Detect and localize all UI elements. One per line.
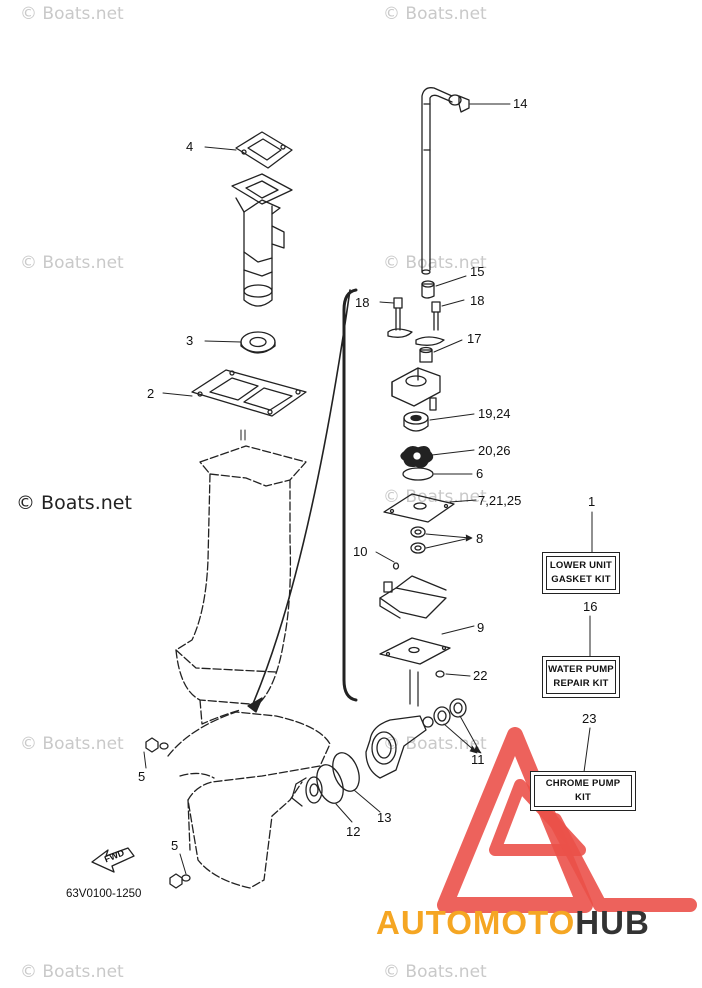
callout-1: 1 [588,494,596,509]
callout-13: 13 [377,810,392,825]
part-7-plate [383,493,455,523]
assembly-arrow [251,289,351,707]
callout-19-24: 19,24 [478,406,511,421]
part-upper-tube [231,173,293,307]
kit-box-chrome-pump: CHROME PUMP KIT [530,771,636,811]
part-4-gasket [235,131,293,169]
watermark: © Boats.net [383,962,487,982]
kit-label-line2: KIT [575,792,591,803]
watermark: © Boats.net [20,4,124,24]
part-11-bushing-seal [422,698,467,728]
part-3-seal [240,331,276,354]
callout-17: 17 [467,331,482,346]
kit-label-line1: LOWER UNIT [549,560,613,571]
part-22-oring [435,670,445,678]
part-oil-seal-housing [379,575,447,619]
callout-14: 14 [513,96,528,111]
callout-5-lower: 5 [171,838,179,853]
kit-box-lower-unit-gasket: LOWER UNIT GASKET KIT [542,552,620,594]
callout-12: 12 [346,824,361,839]
callout-7-21-25: 7,21,25 [478,493,522,508]
callout-3: 3 [186,333,194,348]
part-6-oring [402,467,434,481]
callout-8: 8 [476,531,484,546]
part-lower-housing [167,445,331,889]
callout-15: 15 [470,264,485,279]
part-8-oil-seals [410,526,426,554]
part-9-gasket [379,637,451,665]
callout-23: 23 [582,711,597,726]
watermark: © Boats.net [383,253,487,273]
brand-name: AUTOMOTOHUB [376,904,650,942]
callout-9: 9 [477,620,485,635]
part-5-screw-lower [169,873,191,889]
part-20-impeller [400,446,434,468]
callout-18-left: 18 [355,295,370,310]
callout-2: 2 [147,386,155,401]
part-2-gasket [191,369,307,417]
part-10-pin [392,562,400,570]
watermark-large: © Boats.net [16,492,132,514]
part-5-screw-upper [145,737,169,753]
callout-16: 16 [583,599,598,614]
part-prop-shaft-seal [291,776,323,807]
part-14-water-tube [421,87,453,275]
part-18-bolt-left [393,297,403,331]
kit-label-line1: WATER PUMP [548,664,614,675]
callout-10: 10 [353,544,368,559]
callout-11: 11 [471,752,485,767]
part-18-bolt-right [431,301,441,331]
kit-label-line2: REPAIR KIT [553,678,609,689]
watermark: © Boats.net [20,734,124,754]
automotohub-logo-icon [437,727,697,913]
watermark: © Boats.net [383,487,487,507]
brand-part1: AUTOMOTO [376,904,576,941]
fwd-arrow-icon [91,847,135,873]
bracket [342,288,358,702]
part-19-insert-cartridge [403,411,429,432]
brand-part2: HUB [575,904,650,941]
part-pump-housing [391,367,441,411]
callout-22: 22 [473,668,488,683]
part-14-grommet [448,94,470,113]
part-15-grommet [421,280,435,299]
kit-label-line1: CHROME PUMP [545,778,621,789]
part-13-oring [332,752,360,792]
callout-18-right: 18 [470,293,485,308]
watermark: © Boats.net [383,4,487,24]
callout-6: 6 [476,466,484,481]
watermark: © Boats.net [20,962,124,982]
kit-box-water-pump-repair: WATER PUMP REPAIR KIT [542,656,620,698]
watermark: © Boats.net [20,253,124,273]
part-12-oring [316,764,344,804]
callout-20-26: 20,26 [478,443,511,458]
part-17-insert [419,346,433,363]
part-propeller-shaft-housing [365,715,427,779]
callout-5-upper: 5 [138,769,146,784]
diagram-code: 63V0100-1250 [66,888,142,900]
callout-4: 4 [186,139,194,154]
kit-label-line2: GASKET KIT [551,574,611,585]
